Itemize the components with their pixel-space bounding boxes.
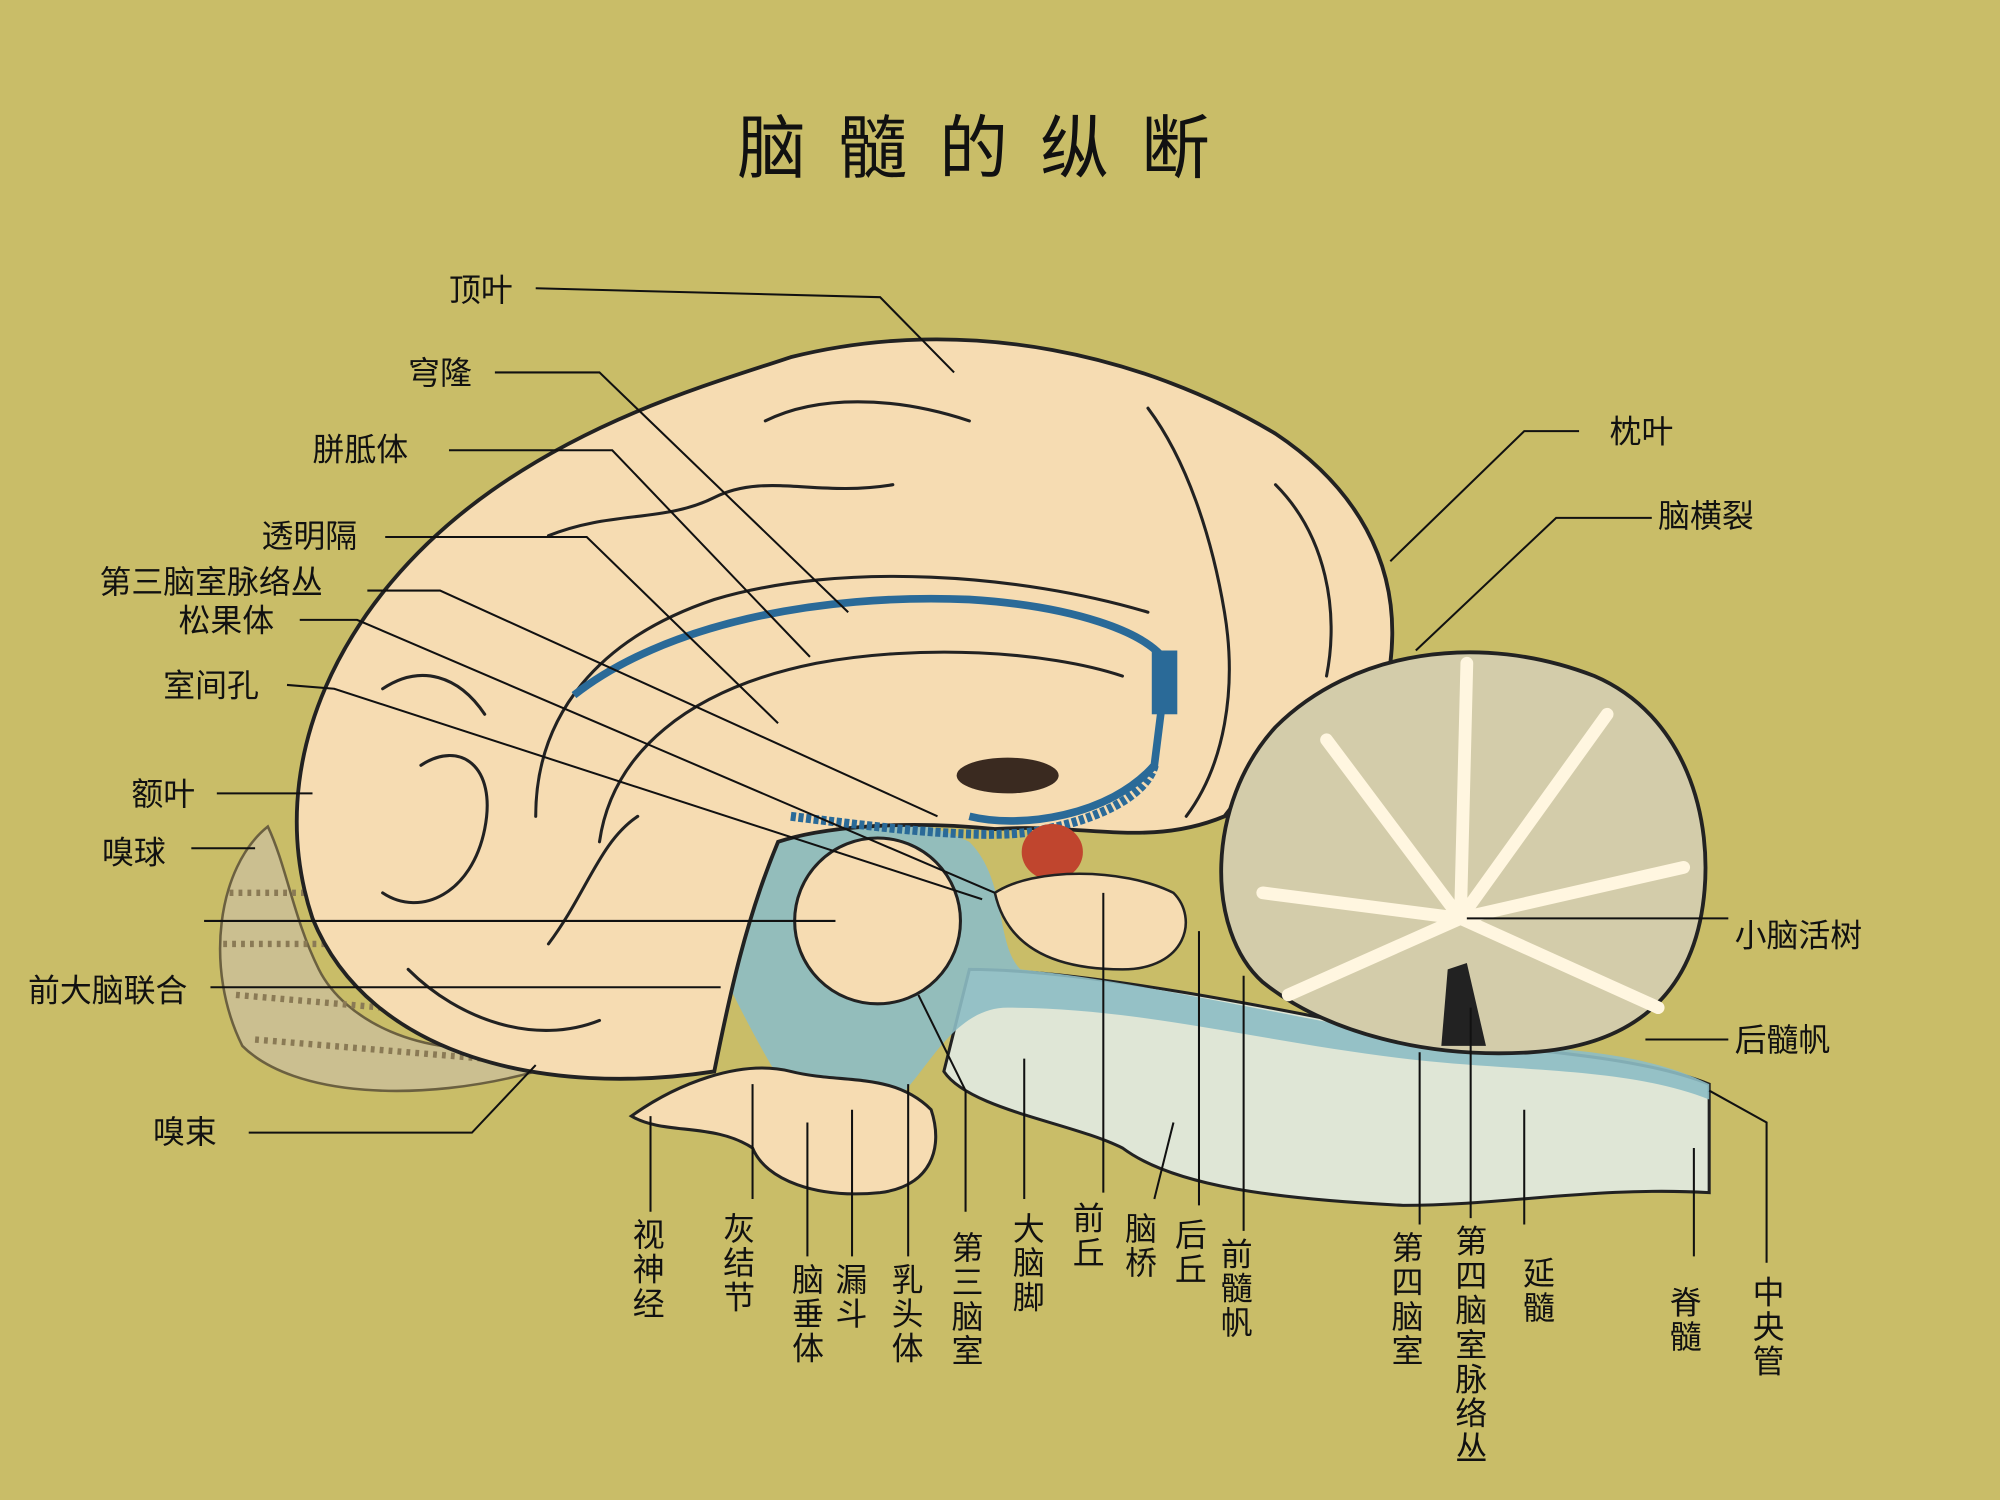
label-mammillary-body: 乳头体 (887, 1263, 925, 1366)
label-frontal-lobe: 额叶 (131, 775, 195, 813)
label-olfactory-tract: 嗅束 (153, 1113, 217, 1151)
label-fourth-ventricle-choroid-plexus: 第四脑室脉络丛 (1450, 1224, 1488, 1465)
label-third-ventricle-choroid-plexus: 第三脑室脉络丛 (99, 563, 322, 601)
label-inferior-colliculus: 后丘 (1170, 1218, 1208, 1287)
label-pons: 脑桥 (1120, 1212, 1158, 1281)
brainstem (942, 967, 1711, 1207)
label-anterior-medullary-velum: 前髓帆 (1216, 1237, 1254, 1340)
label-arbor-vitae: 小脑活树 (1735, 916, 1863, 954)
label-pituitary: 脑垂体 (787, 1263, 825, 1366)
label-olfactory-bulb: 嗅球 (102, 834, 166, 872)
label-cerebral-peduncle: 大脑脚 (1008, 1212, 1046, 1315)
leader-lines (191, 287, 1768, 1263)
pituitary (628, 1066, 938, 1196)
label-fornix: 穹隆 (408, 354, 472, 392)
label-pineal-body: 松果体 (179, 601, 275, 639)
ventricle-system (727, 815, 1710, 1115)
label-septum-pellucidum: 透明隔 (261, 517, 357, 555)
pineal-body (1021, 823, 1083, 881)
label-corpus-callosum: 胼胝体 (313, 430, 409, 468)
label-posterior-medullary-velum: 后髓帆 (1735, 1021, 1831, 1059)
ventricle-opening (956, 757, 1059, 794)
label-interventricular-foramen: 室间孔 (163, 666, 259, 704)
label-parietal-lobe: 顶叶 (449, 271, 513, 309)
cerebrum (294, 337, 1395, 1081)
colliculi (993, 872, 1188, 971)
cerebellum (1219, 650, 1708, 1056)
label-infundibulum: 漏斗 (830, 1263, 868, 1332)
olfactory-bulb (218, 824, 539, 1093)
label-optic-nerve: 视神经 (628, 1218, 666, 1321)
great-cerebral-vein (1151, 650, 1178, 715)
label-anterior-commissure: 前大脑联合 (28, 971, 187, 1009)
label-tuber-cinereum: 灰结节 (718, 1212, 756, 1315)
label-central-canal: 中央管 (1748, 1276, 1786, 1379)
label-third-ventricle: 第三脑室 (947, 1231, 985, 1369)
label-spinal-cord: 脊髓 (1665, 1286, 1703, 1355)
label-superior-colliculus: 前丘 (1068, 1202, 1106, 1271)
diagram-title: 脑 髓 的 纵 断 (737, 109, 1215, 189)
label-medulla-oblongata: 延髓 (1518, 1256, 1556, 1325)
label-transverse-fissure: 脑横裂 (1658, 497, 1754, 535)
corpus-callosum (571, 594, 1172, 825)
label-occipital-lobe: 枕叶 (1610, 413, 1674, 451)
label-fourth-ventricle: 第四脑室 (1387, 1231, 1425, 1369)
